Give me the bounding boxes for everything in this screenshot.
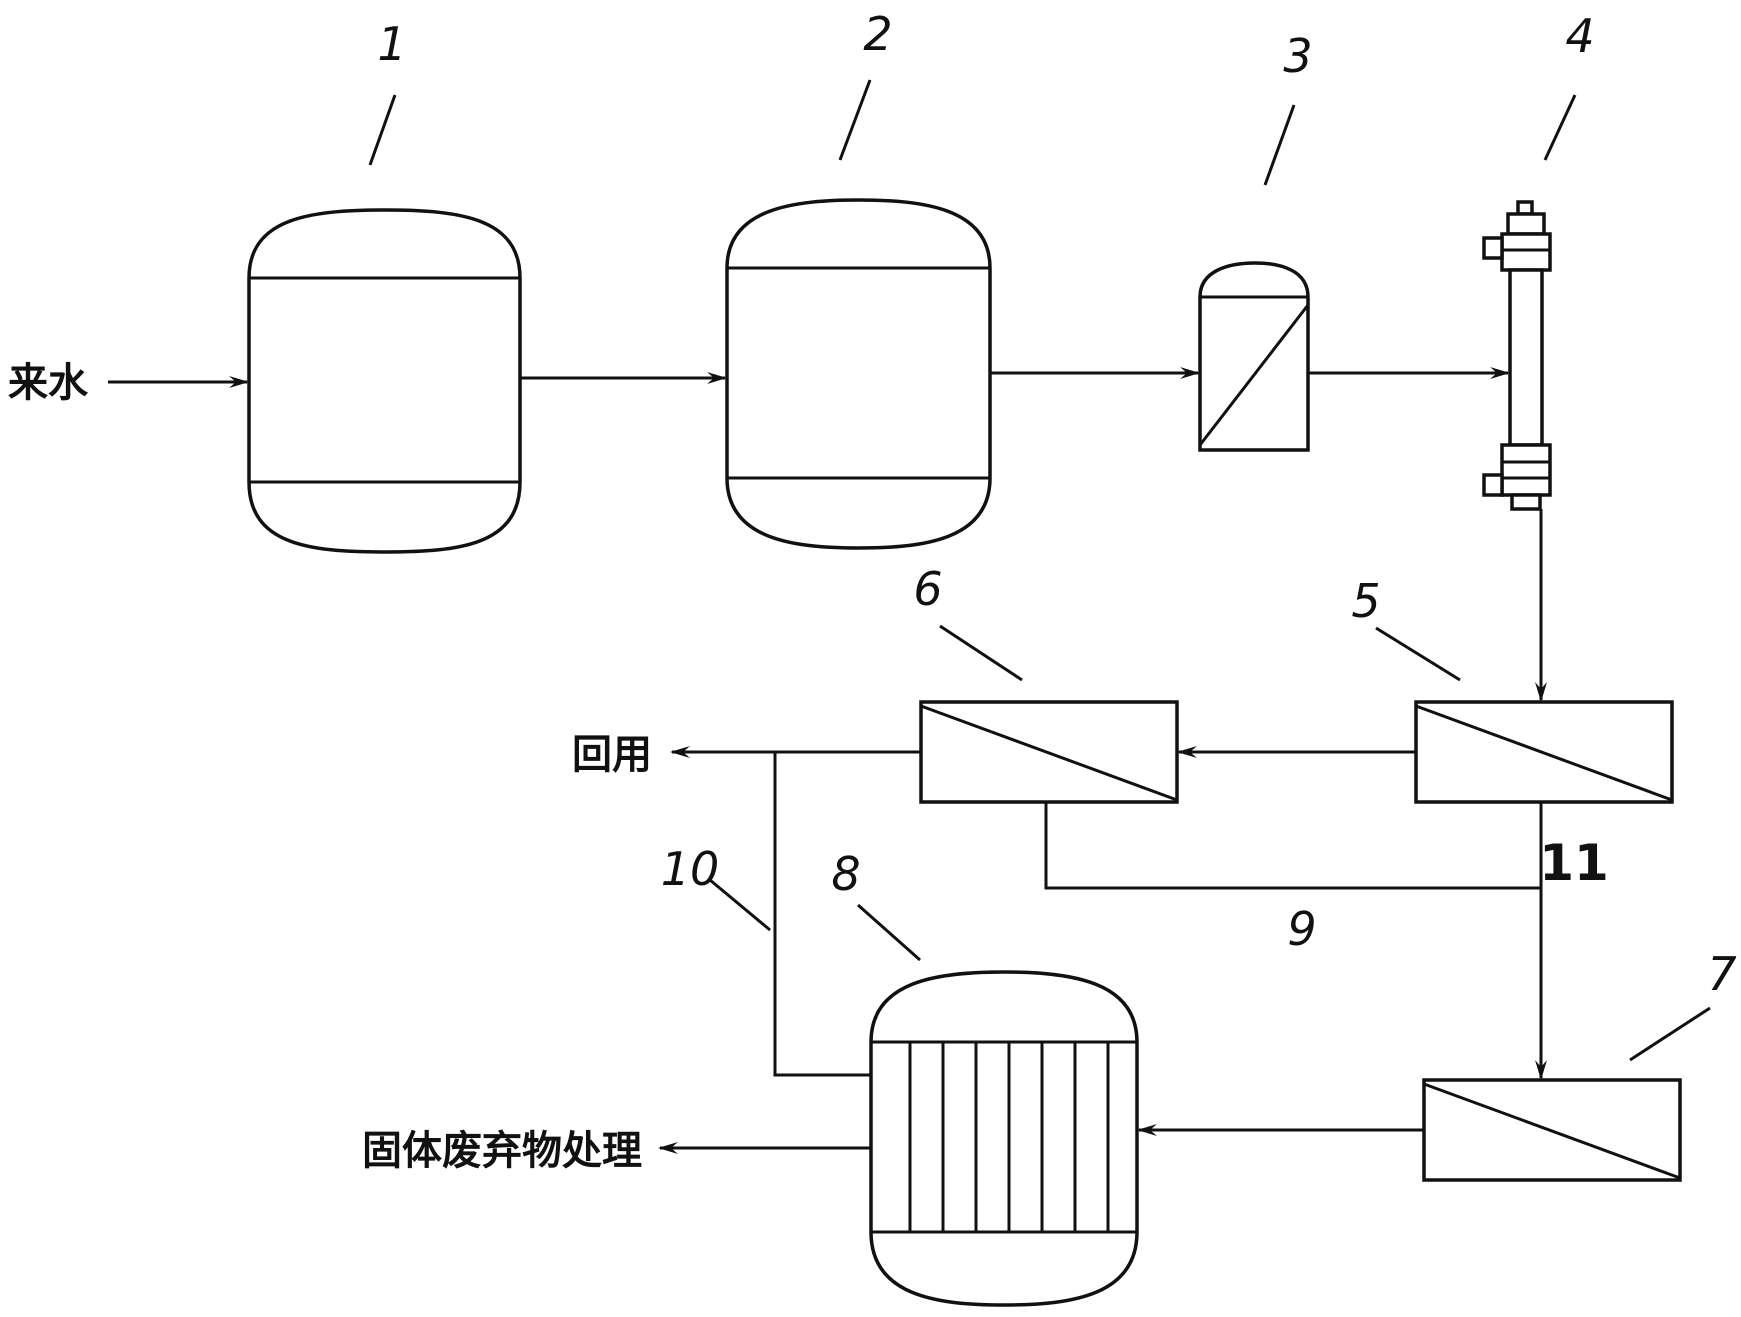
solid-waste-label: 固体废弃物处理 <box>362 1128 642 1174</box>
pipe-10 <box>773 752 871 1077</box>
membrane-unit-5 <box>1414 700 1674 804</box>
membrane-unit-7 <box>1422 1078 1682 1182</box>
tank-1 <box>247 208 522 554</box>
membrane-unit-6 <box>919 700 1179 804</box>
tank-2 <box>725 198 992 550</box>
label-1: 1 <box>377 17 406 71</box>
label-5: 5 <box>1351 574 1380 628</box>
leader-lines <box>368 79 1711 1062</box>
number-labels: 1 2 3 4 5 6 7 8 9 10 11 <box>377 7 1736 1001</box>
tank-8 <box>869 970 1139 1307</box>
label-10: 10 <box>661 842 720 896</box>
text-labels: 来水 回用 固体废弃物处理 <box>8 360 652 1174</box>
pipe-9 <box>1044 802 1541 890</box>
label-6: 6 <box>913 562 942 616</box>
membrane-column-4 <box>1482 200 1552 511</box>
label-8: 8 <box>831 847 860 901</box>
label-2: 2 <box>863 7 892 61</box>
reuse-label: 回用 <box>572 732 652 778</box>
label-9: 9 <box>1287 902 1316 956</box>
label-7: 7 <box>1707 947 1736 1001</box>
inflow-label: 来水 <box>8 360 89 406</box>
label-3: 3 <box>1283 29 1312 83</box>
filter-unit-3 <box>1198 261 1310 452</box>
flow-lines <box>108 367 1547 1154</box>
label-11: 11 <box>1539 834 1609 892</box>
label-4: 4 <box>1565 9 1594 63</box>
